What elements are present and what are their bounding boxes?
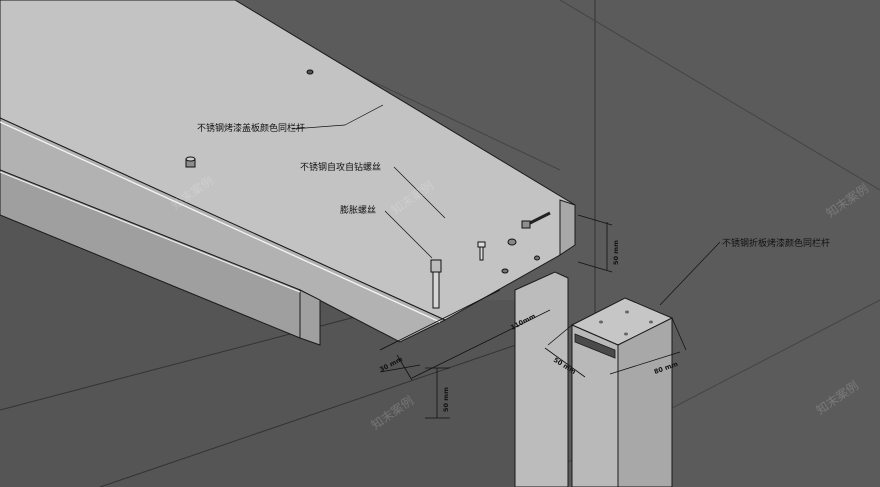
cover-plate-lip [559, 199, 576, 256]
leader-lines [291, 104, 721, 306]
wall-line-2 [559, 0, 880, 191]
washer-icon [507, 238, 517, 246]
dim-drop: 50 mm [442, 387, 450, 412]
post-front [570, 297, 674, 487]
highlight-edge-2 [0, 171, 301, 293]
bolt-icon [477, 241, 486, 261]
nut-icon [185, 156, 196, 168]
cover-plate-return [299, 289, 321, 346]
screw-hole-icon [306, 69, 314, 75]
label-cover-plate: 不锈钢烤漆盖板颜色同栏杆 [197, 122, 305, 134]
label-self-tapping-screw: 不锈钢自攻自钻螺丝 [300, 161, 381, 173]
dimension-lines [379, 214, 687, 419]
screw-hole-icon-2 [501, 268, 509, 274]
floor-line-1 [0, 299, 421, 411]
label-expansion-screw: 膨胀螺丝 [340, 204, 376, 216]
self-tapping-screw-icon [521, 211, 551, 229]
screw-hole-icon-3 [534, 255, 540, 261]
cover-plate-front [0, 117, 447, 343]
dim-lip-height: 50 mm [612, 240, 620, 265]
label-post: 不锈钢折板烤漆颜色同栏杆 [722, 237, 830, 249]
highlight-edge [0, 121, 441, 323]
post-rear [514, 271, 569, 487]
floor-line-2 [99, 329, 561, 487]
cover-plate-skirt [0, 169, 301, 339]
expansion-screw-icon [430, 259, 442, 309]
